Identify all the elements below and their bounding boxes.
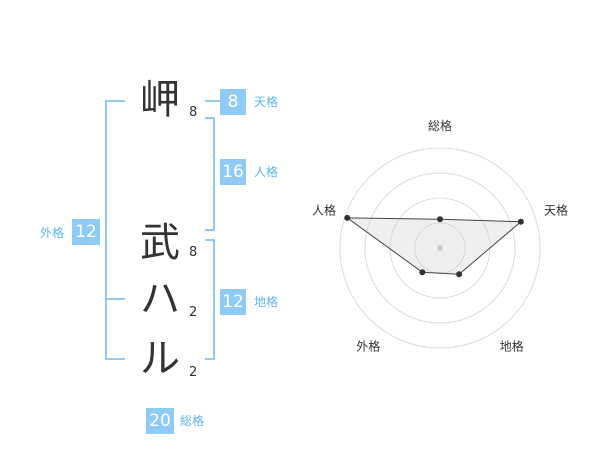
radar-point-1 [437, 216, 443, 223]
jinkaku-label: 人格 [254, 165, 279, 179]
gaikaku-label: 外格 [40, 226, 65, 240]
gaikaku-bracket-mid [105, 298, 125, 300]
radar-axis-label-2: 天格 [544, 202, 568, 217]
name-char-3: ハ [140, 276, 180, 322]
radar-axis-label-1: 総格 [428, 118, 452, 133]
radar-polygon [345, 217, 523, 275]
chikaku-bracket-top [205, 239, 215, 241]
stroke-count-2: 8 [189, 245, 198, 260]
name-char-2: 武 [140, 220, 180, 266]
stroke-count-3: 2 [189, 305, 198, 320]
gaikaku-bracket-top [105, 100, 125, 102]
name-char-4: ル [140, 336, 180, 382]
tenkaku-connector [205, 100, 220, 102]
radar-axis-label-5: 人格 [312, 202, 336, 217]
radar-ring-3 [364, 172, 516, 324]
jinkaku-badge: 16 [220, 159, 246, 185]
tenkaku-label: 天格 [254, 95, 279, 109]
gaikaku-bracket-line [105, 100, 107, 360]
soukaku-badge: 20 [146, 408, 174, 434]
radar-point-3 [456, 271, 463, 278]
tenkaku-badge: 8 [220, 89, 246, 115]
name-char-1: 岬 [140, 77, 180, 123]
chikaku-label: 地格 [254, 295, 279, 309]
jinkaku-bracket-bottom [205, 229, 215, 231]
radar-point-4 [419, 269, 426, 276]
radar-axis-label-4: 外格 [356, 339, 380, 354]
gaikaku-bracket-bottom [105, 358, 125, 360]
stroke-count-4: 2 [189, 365, 198, 380]
radar-point-2 [517, 218, 524, 225]
jinkaku-bracket-top [205, 117, 215, 119]
jinkaku-bracket-line [213, 117, 215, 231]
chikaku-bracket-bottom [205, 358, 215, 360]
chikaku-badge: 12 [220, 289, 246, 315]
gaikaku-badge: 12 [72, 219, 100, 245]
chikaku-bracket-line [213, 239, 215, 360]
radar-point-5 [344, 214, 351, 221]
stroke-count-1: 8 [189, 105, 198, 120]
radar-axis-label-3: 地格 [500, 339, 524, 354]
soukaku-label: 総格 [180, 414, 205, 428]
radar-ring-4 [339, 147, 541, 349]
radar-center [437, 245, 443, 251]
